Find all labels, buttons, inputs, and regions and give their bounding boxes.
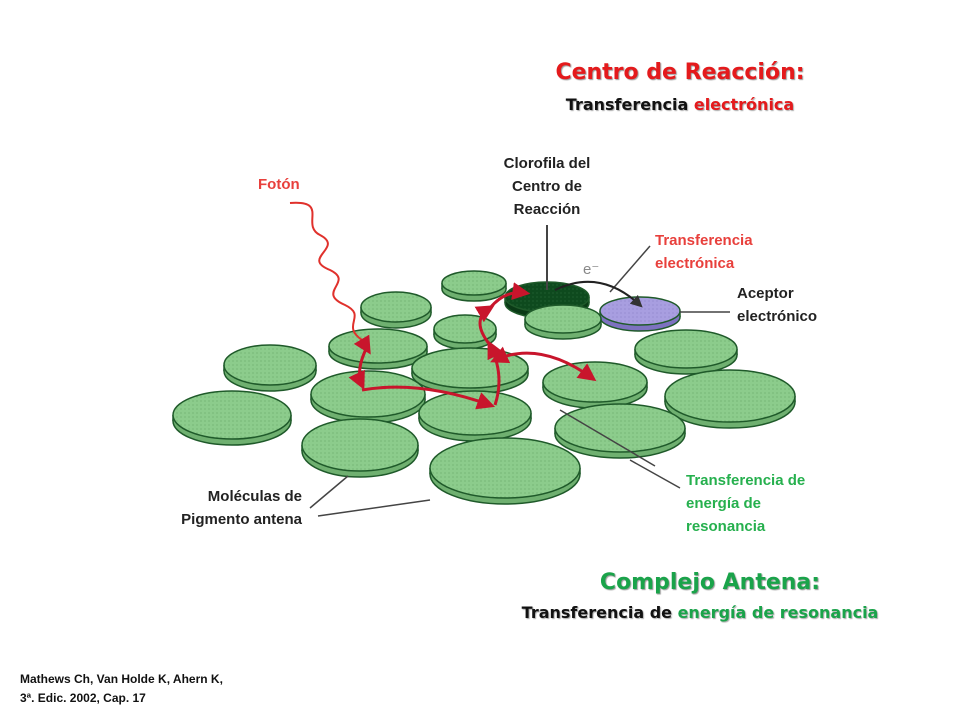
antenna-pigment-disks <box>172 270 796 505</box>
antenna-disk-16 <box>554 403 686 459</box>
electron-transfer-line-2: electrónica <box>655 255 735 272</box>
photon-wave <box>289 201 363 341</box>
antenna-disk-14 <box>172 390 292 446</box>
citation-line-1: Mathews Ch, Van Holde K, Ahern K, <box>20 672 223 686</box>
acceptor-label: Aceptor electrónico <box>737 282 817 328</box>
transfer-arrow-5 <box>488 282 531 309</box>
antenna-complex-subtitle-black: Transferencia de <box>521 603 672 622</box>
antenna-disk-12 <box>310 370 426 424</box>
photon-label: Fotón <box>258 176 300 193</box>
reaction-center-subtitle-black: Transferencia <box>565 95 689 114</box>
reaction-center-subtitle: Transferencia electrónica <box>480 95 880 114</box>
electron-transfer-arc <box>554 280 643 308</box>
transfer-arrow-4 <box>474 305 495 346</box>
antenna-disk-8 <box>634 329 738 375</box>
antenna-complex-title: Complejo Antena: <box>599 570 821 595</box>
antenna-disk-1 <box>441 270 507 302</box>
acceptor-line-1: Aceptor <box>737 285 794 302</box>
antenna-complex-subtitle-green: energía de resonancia <box>677 603 879 622</box>
transfer-arrow-2 <box>361 385 496 410</box>
rc-chlorophyll-line-2: Centro de <box>511 178 582 195</box>
resonance-pointer-line-2 <box>559 409 656 467</box>
electron-transfer-label: Transferencia electrónica <box>655 229 753 275</box>
resonance-line-1: Transferencia de <box>686 472 806 489</box>
rc-chlorophyll-line-3: Reacción <box>513 201 581 218</box>
antenna-disk-18 <box>429 437 581 505</box>
resonance-pointer-line-1 <box>629 459 681 489</box>
pigment-pointer-line-2 <box>317 499 431 517</box>
acceptor-line-2: electrónico <box>737 308 818 325</box>
antenna-disk-17 <box>301 418 419 478</box>
electron-transfer-line-1: Transferencia <box>655 232 753 249</box>
antenna-disk-9 <box>223 344 317 392</box>
antenna-disk-11 <box>542 361 648 409</box>
reaction-center-subtitle-red: electrónica <box>693 95 795 114</box>
rc-chlorophyll-line-1: Clorofila del <box>503 155 591 172</box>
pigment-pointer-line-1 <box>309 475 349 509</box>
antenna-disk-7 <box>328 328 428 370</box>
acceptor-disk <box>599 296 681 332</box>
rc-chlorophyll-label: Clorofila del Centro de Reacción <box>462 152 632 221</box>
transfer-arrow-1 <box>348 344 370 390</box>
resonance-line-2: energía de <box>686 495 762 512</box>
citation: Mathews Ch, Van Holde K, Ahern K, 3ª. Ed… <box>20 670 223 708</box>
pigments-line-1: Moléculas de <box>207 488 302 505</box>
antenna-disk-6 <box>433 314 497 350</box>
electron-transfer-pointer-line <box>609 245 651 293</box>
antenna-disk-13 <box>418 390 532 442</box>
antenna-complex-subtitle: Transferencia de energía de resonancia <box>470 603 930 622</box>
antenna-disk-2 <box>360 291 432 329</box>
pigments-line-2: Pigmento antena <box>181 511 302 528</box>
resonance-label: Transferencia de energía de resonancia <box>686 469 805 538</box>
resonance-arrows <box>348 282 597 410</box>
resonance-line-3: resonancia <box>686 518 766 535</box>
pigments-label: Moléculas de Pigmento antena <box>140 485 302 531</box>
reaction-center-title: Centro de Reacción: <box>555 60 805 85</box>
antenna-disk-15 <box>664 369 796 429</box>
citation-line-2: 3ª. Edic. 2002, Cap. 17 <box>20 691 146 705</box>
electron-symbol: e⁻ <box>583 261 599 278</box>
transfer-arrow-6 <box>490 346 597 382</box>
antenna-disk-5 <box>524 304 602 340</box>
